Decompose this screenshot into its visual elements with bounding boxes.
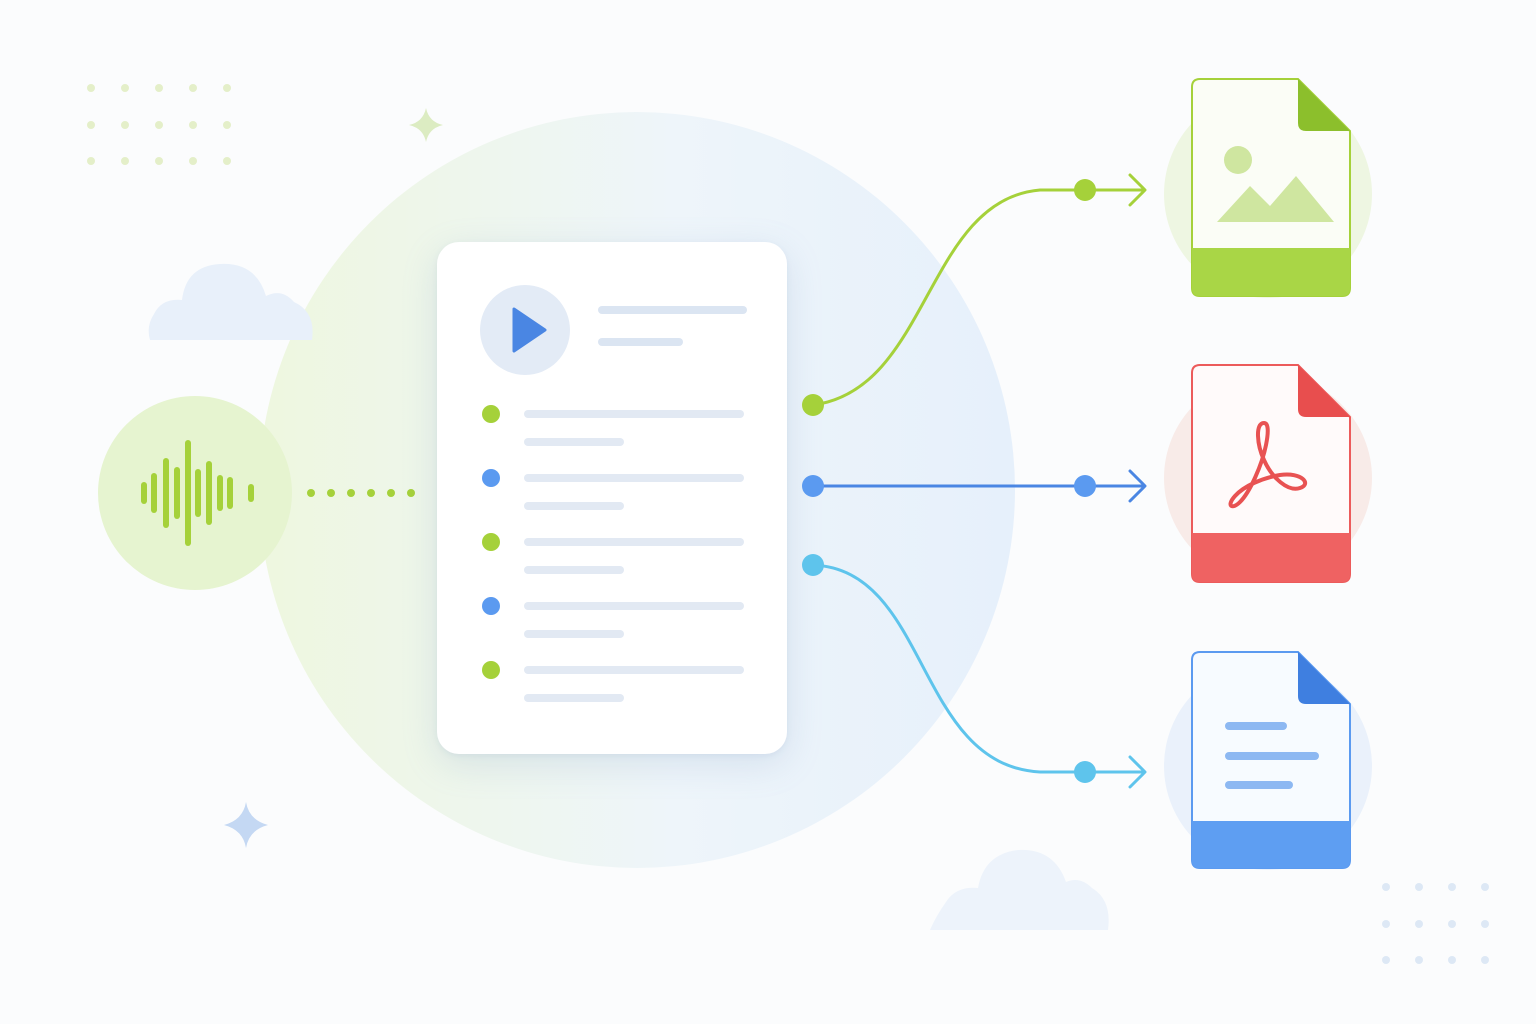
transcript-line xyxy=(524,502,624,510)
header-line xyxy=(598,306,747,314)
sparkle-icon xyxy=(409,108,443,142)
sparkle-icon xyxy=(224,802,268,848)
connector-mid-dot xyxy=(1074,179,1096,201)
transcript-row xyxy=(482,597,744,638)
transcript-row xyxy=(482,533,744,574)
document-file-icon[interactable] xyxy=(1191,651,1351,869)
transcript-line xyxy=(524,566,624,574)
arrow-right-icon xyxy=(1128,755,1147,789)
cloud-icon xyxy=(930,849,1109,930)
transcript-card-content xyxy=(480,285,747,702)
transcript-line xyxy=(524,538,744,546)
transcript-bullet xyxy=(482,597,500,615)
connector-start-dot xyxy=(802,394,824,416)
transcript-bullet xyxy=(482,533,500,551)
header-line xyxy=(598,338,683,346)
connector-start-dot xyxy=(802,475,824,497)
transcript-line xyxy=(524,666,744,674)
audio-connector-dots xyxy=(307,489,415,497)
dot-grid-bottom-right xyxy=(1382,883,1489,964)
transcript-bullet xyxy=(482,661,500,679)
transcript-row xyxy=(482,469,744,510)
transcript-bullet xyxy=(482,469,500,487)
transcript-list xyxy=(482,405,744,702)
play-icon xyxy=(512,307,547,353)
transcript-bullet xyxy=(482,405,500,423)
transcript-card xyxy=(437,242,787,754)
transcript-row xyxy=(482,661,744,702)
transcript-line xyxy=(524,602,744,610)
acrobat-logo xyxy=(1228,421,1308,509)
connector-document xyxy=(812,563,1145,774)
transcript-line xyxy=(524,694,624,702)
cloud-icon xyxy=(148,263,313,340)
dot-grid-top-left xyxy=(87,84,231,165)
connector-image xyxy=(812,188,1145,407)
transcript-row xyxy=(482,405,744,446)
image-file-icon[interactable] xyxy=(1191,78,1351,297)
pdf-file-icon[interactable] xyxy=(1191,364,1351,583)
arrow-right-icon xyxy=(1128,173,1147,207)
transcript-line xyxy=(524,410,744,418)
sound-wave-icon xyxy=(141,440,254,546)
arrow-right-icon xyxy=(1128,469,1147,503)
transcript-line xyxy=(524,630,624,638)
transcript-line xyxy=(524,438,624,446)
connector-start-dot xyxy=(802,554,824,576)
transcript-line xyxy=(524,474,744,482)
connector-mid-dot xyxy=(1074,475,1096,497)
connector-mid-dot xyxy=(1074,761,1096,783)
